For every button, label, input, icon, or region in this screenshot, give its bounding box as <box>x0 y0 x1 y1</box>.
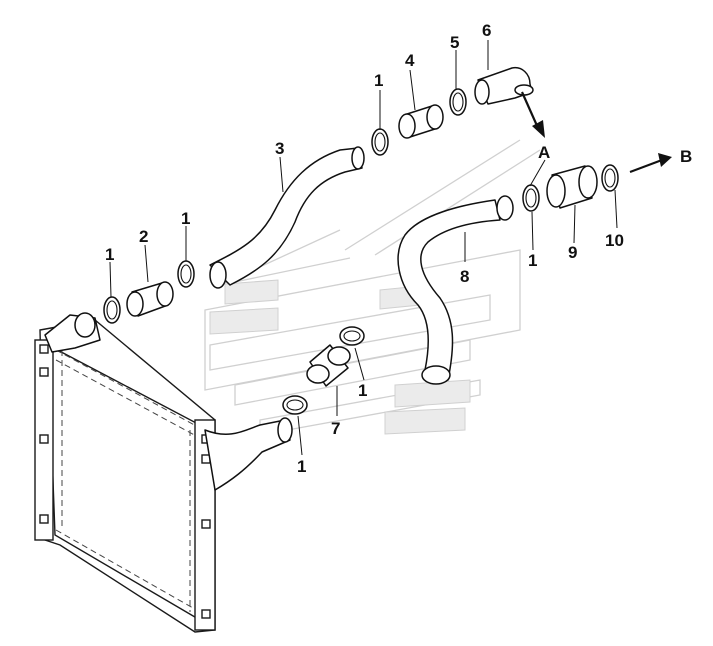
callout-1-top: 1 <box>374 71 383 90</box>
clamp-1-top <box>371 128 389 156</box>
sleeve-2 <box>126 281 174 317</box>
callout-5: 5 <box>450 33 459 52</box>
callout-labels: 1 2 1 3 1 4 5 6 A B 8 1 9 10 1 7 1 <box>105 21 692 476</box>
callout-1-middle: 1 <box>358 381 367 400</box>
callout-4: 4 <box>405 51 415 70</box>
clamp-5 <box>449 88 467 116</box>
leader-lines <box>109 40 618 456</box>
connector-a-label: A <box>538 143 550 162</box>
callout-6: 6 <box>482 21 491 40</box>
callout-1-bottom: 1 <box>297 457 306 476</box>
arrow-to-a <box>520 91 545 138</box>
sleeve-9 <box>546 165 598 209</box>
callout-8: 8 <box>460 267 469 286</box>
callout-7: 7 <box>331 419 340 438</box>
callout-3: 3 <box>275 139 284 158</box>
clamp-1-right <box>522 184 540 212</box>
callout-9: 9 <box>568 243 577 262</box>
watermark-logo <box>204 139 541 436</box>
hose-8 <box>397 195 514 385</box>
callout-1-hose3-lower: 1 <box>181 209 190 228</box>
clamp-10 <box>601 164 619 192</box>
sleeve-7 <box>306 344 351 387</box>
hose-3 <box>209 146 365 289</box>
intercooler-core <box>34 312 293 633</box>
connector-b-label: B <box>680 147 692 166</box>
elbow-6 <box>474 66 534 105</box>
clamp-1-middle <box>339 326 365 346</box>
clamp-1-hose3-lower <box>177 260 195 288</box>
clamp-1-left <box>103 296 121 324</box>
sleeve-4 <box>398 104 444 139</box>
callout-2: 2 <box>139 227 148 246</box>
clamp-1-bottom <box>282 395 308 415</box>
arrow-to-b <box>629 153 672 174</box>
callout-10: 10 <box>605 231 624 250</box>
callout-1-right: 1 <box>528 251 537 270</box>
callout-1-left: 1 <box>105 245 114 264</box>
